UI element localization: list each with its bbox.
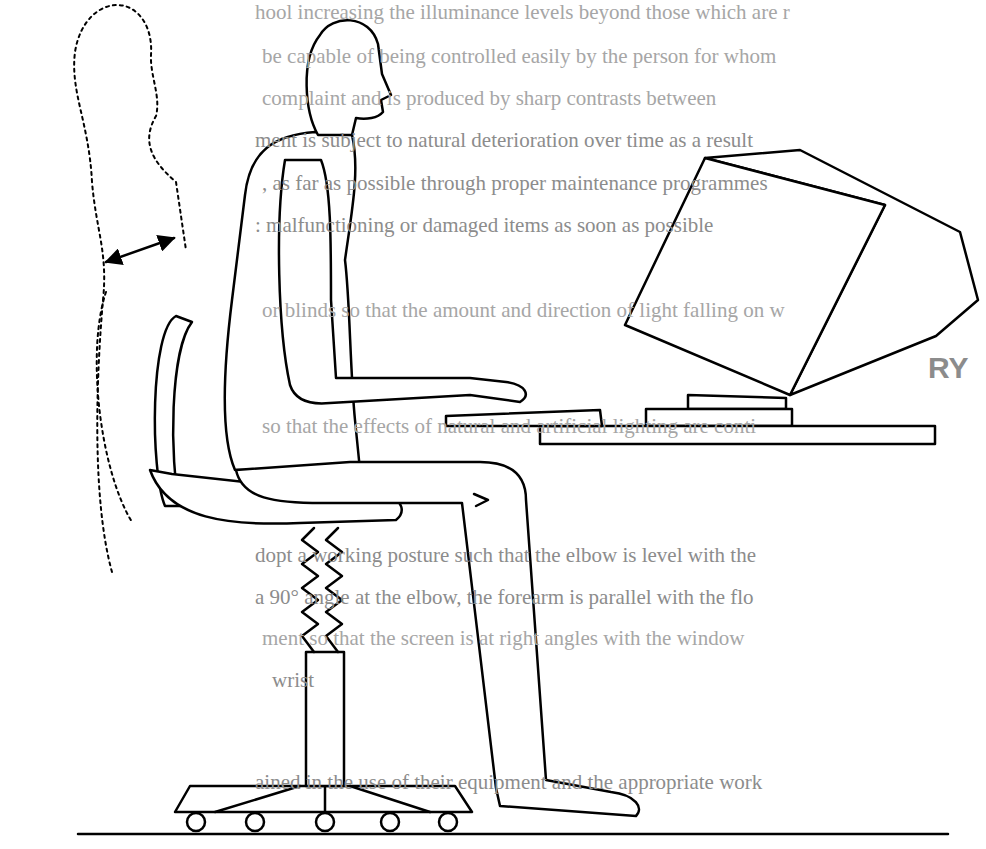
show-through-text: wrist: [272, 668, 314, 693]
heading-fragment: RY: [928, 350, 969, 386]
knee-crease: [474, 494, 488, 506]
show-through-text: be capable of being controlled easily by…: [262, 44, 776, 69]
show-through-text: or blinds so that the amount and directi…: [262, 298, 785, 323]
show-through-text: a 90° angle at the elbow, the forearm is…: [255, 585, 754, 610]
show-through-text: complaint and is produced by sharp contr…: [262, 86, 716, 111]
show-through-text: ment so that the screen is at right angl…: [262, 626, 744, 651]
person-arm: [279, 160, 526, 403]
show-through-text: hool increasing the illuminance levels b…: [255, 0, 790, 25]
recline-arrow: [106, 238, 174, 262]
show-through-text: ment is subject to natural deterioration…: [255, 128, 753, 153]
person-head: [307, 20, 391, 135]
show-through-text: : malfunctioning or damaged items as soo…: [255, 213, 713, 238]
show-through-text: ained in the use of their equipment and …: [255, 770, 762, 795]
show-through-text: dopt a working posture such that the elb…: [255, 543, 756, 568]
show-through-text: so that the effects of natural and artif…: [262, 414, 756, 439]
floor-line: [78, 833, 948, 836]
show-through-text: , as far as possible through proper main…: [262, 171, 768, 196]
